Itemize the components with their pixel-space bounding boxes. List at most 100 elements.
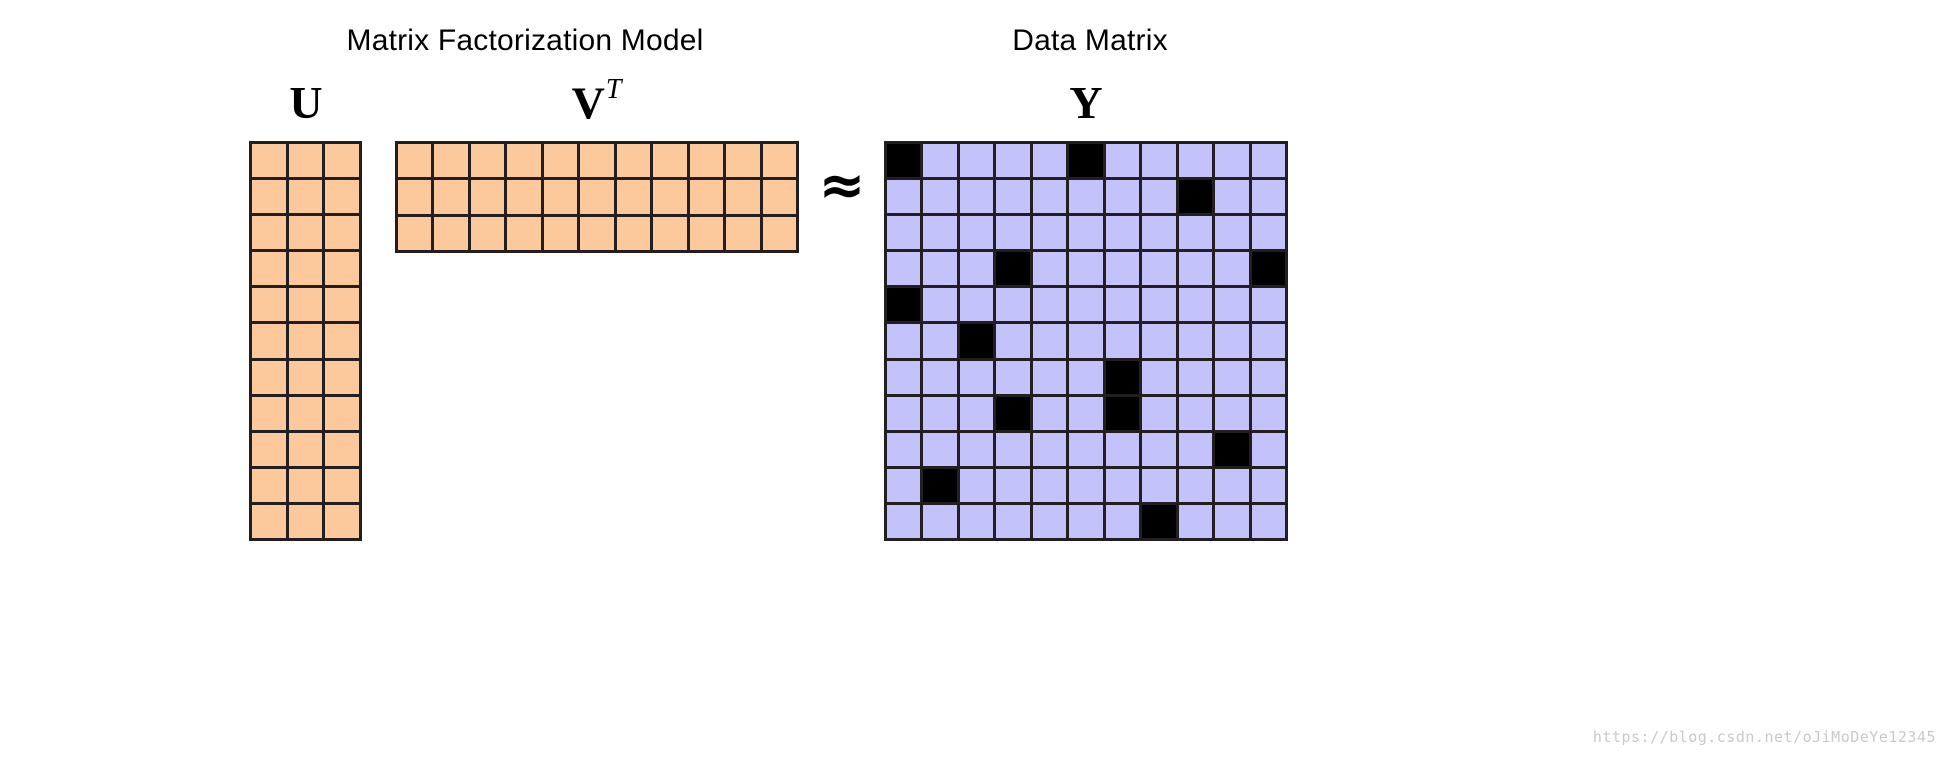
matrix-cell-factor bbox=[252, 504, 286, 538]
matrix-cell-factor bbox=[689, 216, 724, 250]
matrix-cell-unobserved bbox=[959, 252, 994, 286]
matrix-grid-y bbox=[884, 141, 1288, 541]
matrix-cell-observed bbox=[1251, 252, 1285, 286]
matrix-cell-factor bbox=[543, 180, 578, 214]
matrix-cell-unobserved bbox=[996, 468, 1030, 502]
matrix-cell-unobserved bbox=[887, 432, 921, 466]
matrix-cell-factor bbox=[252, 144, 286, 178]
matrix-cell-unobserved bbox=[1142, 396, 1176, 430]
matrix-cell-factor bbox=[398, 180, 432, 214]
matrix-cell-unobserved bbox=[1178, 468, 1213, 502]
matrix-cell-unobserved bbox=[1178, 360, 1213, 394]
matrix-cell-unobserved bbox=[1105, 504, 1140, 538]
matrix-cell-observed bbox=[1105, 396, 1140, 430]
matrix-cell-factor bbox=[288, 360, 323, 394]
matrix-cell-factor bbox=[252, 216, 286, 250]
matrix-cell-unobserved bbox=[923, 360, 957, 394]
matrix-label-y: Y bbox=[1069, 77, 1103, 128]
matrix-cell-factor bbox=[434, 180, 468, 214]
watermark-text: https://blog.csdn.net/oJiMoDeYe12345 bbox=[1592, 728, 1936, 746]
matrix-cell-factor bbox=[288, 432, 323, 466]
matrix-cell-factor bbox=[325, 468, 359, 502]
matrix-cell-factor bbox=[762, 216, 796, 250]
matrix-cell-factor bbox=[325, 144, 359, 178]
matrix-cell-unobserved bbox=[1251, 468, 1285, 502]
matrix-cell-factor bbox=[288, 396, 323, 430]
matrix-cell-unobserved bbox=[1142, 468, 1176, 502]
matrix-cell-factor bbox=[470, 144, 505, 178]
matrix-cell-unobserved bbox=[1105, 180, 1140, 214]
matrix-cell-unobserved bbox=[1142, 360, 1176, 394]
matrix-cell-factor bbox=[252, 180, 286, 214]
matrix-cell-unobserved bbox=[1178, 288, 1213, 322]
matrix-cell-unobserved bbox=[1178, 144, 1213, 178]
matrix-cell-factor bbox=[325, 396, 359, 430]
matrix-cell-factor bbox=[252, 324, 286, 358]
matrix-cell-factor bbox=[726, 216, 760, 250]
matrix-cell-unobserved bbox=[1251, 432, 1285, 466]
matrix-cell-unobserved bbox=[1032, 432, 1067, 466]
matrix-cell-factor bbox=[288, 216, 323, 250]
matrix-cell-unobserved bbox=[1215, 504, 1249, 538]
matrix-cell-factor bbox=[507, 180, 541, 214]
matrix-cell-unobserved bbox=[1215, 324, 1249, 358]
matrix-cell-observed bbox=[996, 252, 1030, 286]
matrix-cell-unobserved bbox=[959, 360, 994, 394]
matrix-cell-unobserved bbox=[1251, 216, 1285, 250]
matrix-cell-unobserved bbox=[923, 432, 957, 466]
matrix-cell-unobserved bbox=[1069, 324, 1103, 358]
matrix-cell-unobserved bbox=[1032, 216, 1067, 250]
matrix-cell-unobserved bbox=[1105, 468, 1140, 502]
matrix-cell-factor bbox=[762, 144, 796, 178]
matrix-cell-unobserved bbox=[1251, 288, 1285, 322]
matrix-cell-unobserved bbox=[1142, 180, 1176, 214]
matrix-cell-unobserved bbox=[1069, 360, 1103, 394]
matrix-cell-observed bbox=[1105, 360, 1140, 394]
matrix-cell-unobserved bbox=[1215, 288, 1249, 322]
matrix-cell-unobserved bbox=[996, 324, 1030, 358]
matrix-cell-factor bbox=[580, 144, 614, 178]
matrix-cell-unobserved bbox=[887, 216, 921, 250]
matrix-cell-unobserved bbox=[1032, 144, 1067, 178]
matrix-cell-factor bbox=[252, 468, 286, 502]
matrix-cell-unobserved bbox=[1032, 252, 1067, 286]
matrix-cell-unobserved bbox=[923, 396, 957, 430]
matrix-cell-unobserved bbox=[887, 396, 921, 430]
matrix-cell-factor bbox=[689, 180, 724, 214]
matrix-label-v-transpose: VT bbox=[510, 76, 682, 126]
matrix-cell-factor bbox=[325, 432, 359, 466]
matrix-cell-unobserved bbox=[923, 216, 957, 250]
matrix-cell-unobserved bbox=[1178, 324, 1213, 358]
matrix-cell-factor bbox=[325, 288, 359, 322]
matrix-cell-factor bbox=[616, 180, 651, 214]
matrix-cell-unobserved bbox=[959, 288, 994, 322]
matrix-cell-factor bbox=[288, 324, 323, 358]
matrix-cell-factor bbox=[252, 396, 286, 430]
matrix-cell-factor bbox=[252, 432, 286, 466]
matrix-cell-unobserved bbox=[1142, 324, 1176, 358]
matrix-cell-unobserved bbox=[1178, 216, 1213, 250]
matrix-cell-unobserved bbox=[1069, 432, 1103, 466]
matrix-cell-observed bbox=[923, 468, 957, 502]
matrix-cell-unobserved bbox=[1215, 216, 1249, 250]
matrix-cell-factor bbox=[325, 504, 359, 538]
matrix-cell-observed bbox=[1142, 504, 1176, 538]
matrix-cell-factor bbox=[434, 216, 468, 250]
matrix-cell-unobserved bbox=[1251, 324, 1285, 358]
matrix-cell-unobserved bbox=[1142, 432, 1176, 466]
matrix-cell-unobserved bbox=[887, 504, 921, 538]
matrix-cell-unobserved bbox=[996, 504, 1030, 538]
matrix-cell-unobserved bbox=[1215, 360, 1249, 394]
matrix-cell-factor bbox=[616, 144, 651, 178]
matrix-cell-observed bbox=[1215, 432, 1249, 466]
section-title-matrix-factorization-model: Matrix Factorization Model bbox=[346, 24, 704, 57]
matrix-cell-unobserved bbox=[1069, 504, 1103, 538]
matrix-cell-unobserved bbox=[1178, 432, 1213, 466]
matrix-cell-factor bbox=[288, 504, 323, 538]
matrix-cell-unobserved bbox=[959, 396, 994, 430]
matrix-cell-factor bbox=[252, 360, 286, 394]
matrix-cell-unobserved bbox=[1251, 396, 1285, 430]
matrix-cell-unobserved bbox=[1142, 288, 1176, 322]
matrix-cell-unobserved bbox=[959, 468, 994, 502]
